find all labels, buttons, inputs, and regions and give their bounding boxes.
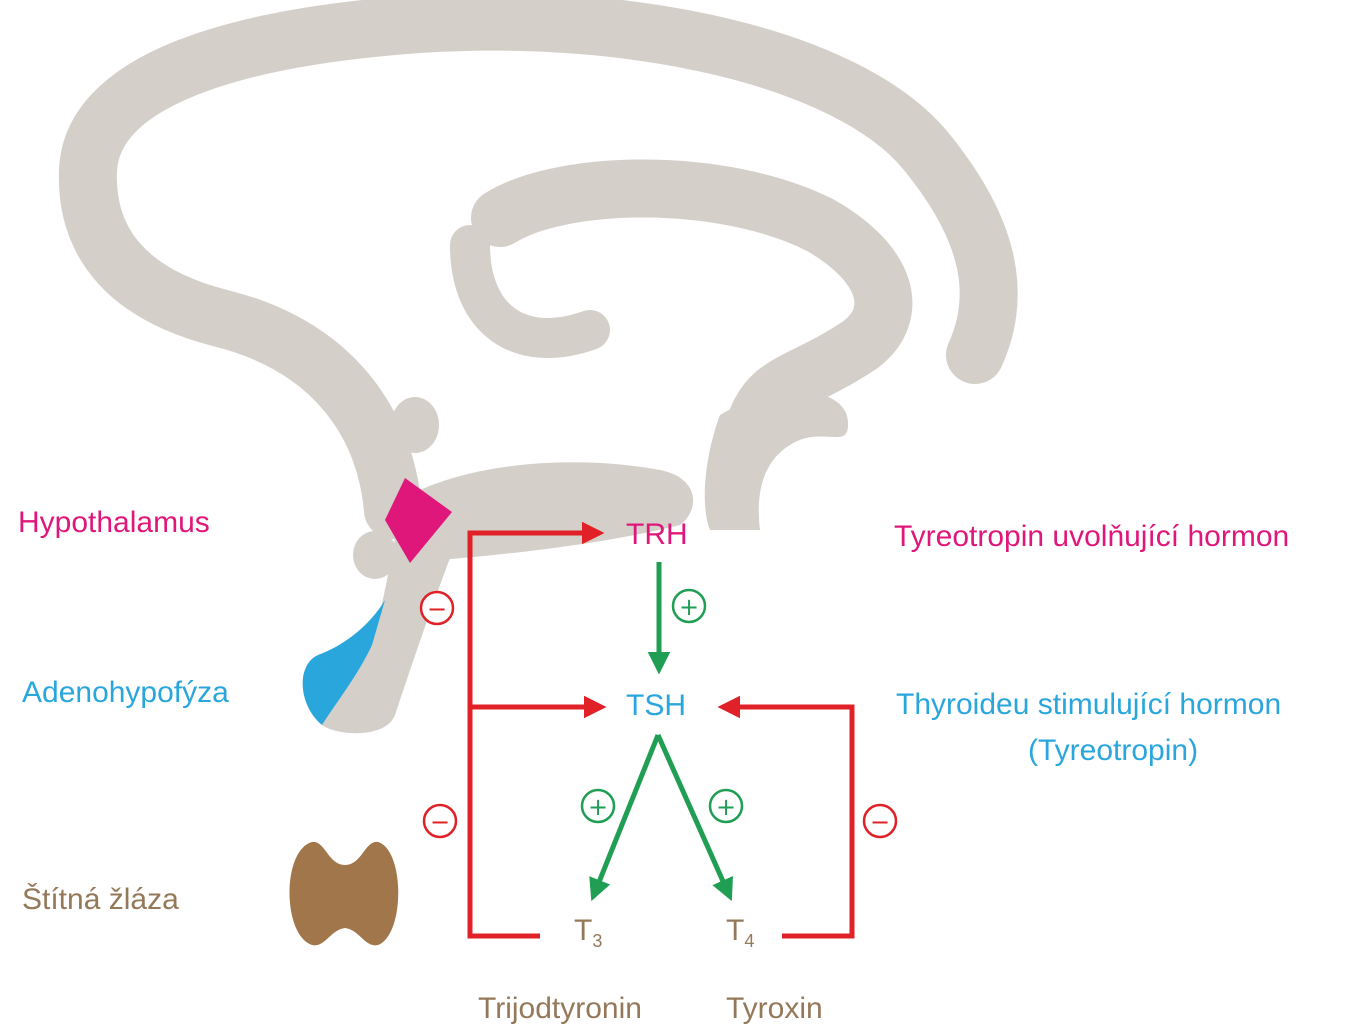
- svg-text:−: −: [870, 808, 890, 836]
- trh-full-name: Tyreotropin uvolňující hormon: [894, 520, 1289, 554]
- t3-full-name: Trijodtyronin: [478, 992, 642, 1026]
- t3-base: T: [574, 914, 592, 947]
- svg-text:+: +: [679, 593, 699, 621]
- svg-text:−: −: [427, 595, 447, 623]
- plus-sign-tsh-t3: +: [582, 790, 614, 822]
- t4-base: T: [726, 914, 744, 947]
- t3-feedback-to-trh-line: [470, 533, 600, 936]
- trh-label: TRH: [626, 518, 688, 552]
- tsh-full-name-line1: Thyroideu stimulující hormon: [896, 688, 1281, 722]
- brain-inner-arc: [500, 188, 883, 425]
- svg-text:−: −: [430, 808, 450, 836]
- brain-bulb-upper: [391, 397, 439, 453]
- thyroid-gland-shape: [290, 842, 399, 945]
- brain-silhouette: [88, 22, 989, 734]
- tsh-full-name-line2: (Tyreotropin): [1028, 734, 1198, 768]
- thyroid-label: Štítná žláza: [22, 883, 179, 917]
- hypothalamus-label: Hypothalamus: [18, 506, 210, 540]
- tsh-label: TSH: [626, 689, 686, 723]
- t3-label: T3: [574, 914, 602, 952]
- t4-label: T4: [726, 914, 754, 952]
- brain-inner-hook: [470, 245, 590, 338]
- brain-bulb-lower: [353, 531, 397, 579]
- t4-full-name: Tyroxin: [726, 992, 823, 1026]
- t3-subscript: 3: [592, 931, 602, 951]
- t4-subscript: 4: [744, 931, 754, 951]
- minus-sign-trh: −: [421, 592, 453, 624]
- svg-text:+: +: [588, 793, 608, 821]
- minus-sign-tsh-left: −: [424, 805, 456, 837]
- adenohypophysis-label: Adenohypofýza: [22, 676, 229, 710]
- minus-sign-tsh-right: −: [864, 805, 896, 837]
- svg-text:+: +: [716, 793, 736, 821]
- plus-sign-trh-tsh: +: [673, 590, 705, 622]
- plus-sign-tsh-t4: +: [710, 790, 742, 822]
- brainstem: [705, 391, 848, 530]
- t4-feedback-to-tsh-line: [722, 707, 852, 936]
